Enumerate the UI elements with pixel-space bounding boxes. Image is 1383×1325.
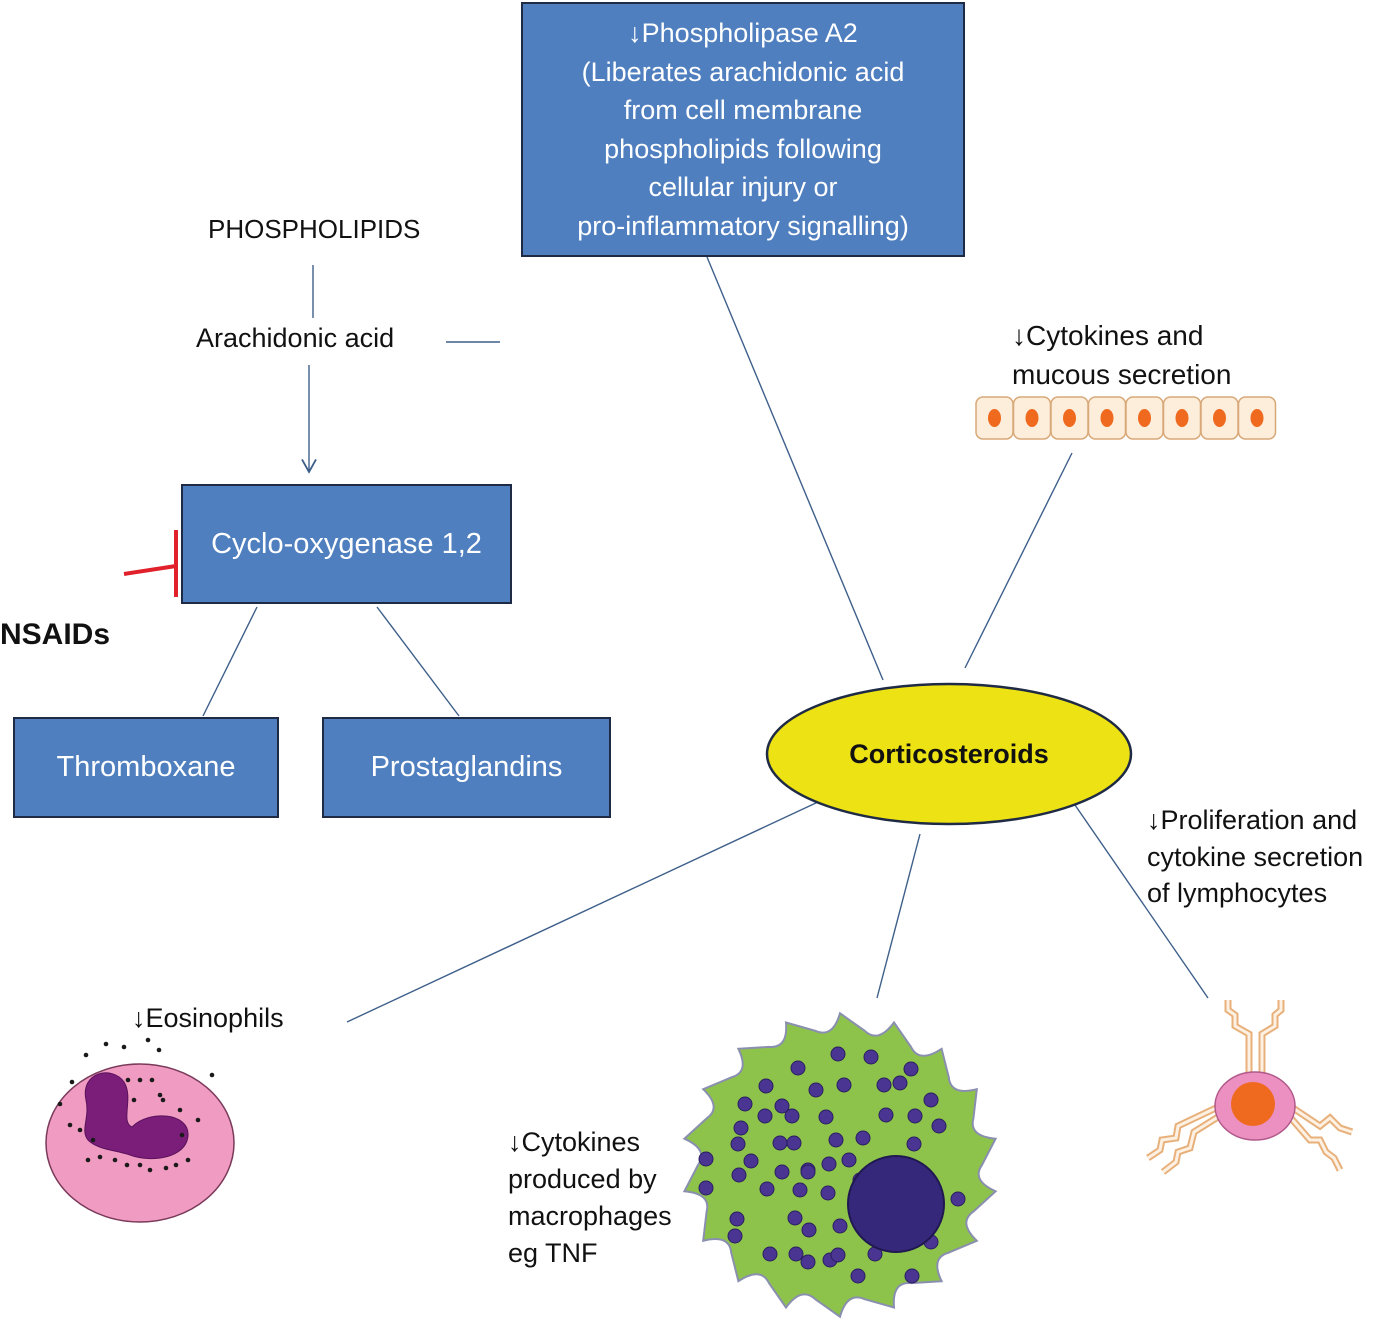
connectors (202, 256, 1209, 1023)
macrophages-line: produced by (508, 1164, 657, 1194)
lymphocytes-line: of lymphocytes (1147, 878, 1328, 908)
eosinophil-icon (45, 1037, 235, 1223)
cyclo-oxygenase-label: Cyclo-oxygenase 1,2 (211, 527, 482, 560)
cytokines-mucous-label: ↓Cytokines and mucous secretion (1012, 316, 1231, 394)
phospholipase-line: (Liberates arachidonic acid (581, 56, 905, 87)
phospholipase-line: cellular injury or (648, 172, 838, 202)
eosinophils-label: ↓Eosinophils (132, 1003, 284, 1033)
corticosteroids-ellipse (765, 682, 1133, 826)
nsaids-label: NSAIDs (0, 618, 111, 651)
connector-cox-thromboxane (202, 606, 258, 717)
connector-epithelium-corticosteroids (964, 452, 1073, 669)
macrophages-line: macrophages (508, 1201, 672, 1231)
connector-corticosteroids-lymphocyte (1074, 804, 1209, 999)
phospholipase-line: ↓Phospholipase A2 (628, 18, 858, 48)
thromboxane-label: Thromboxane (56, 751, 236, 783)
lymphocyte-icon (1146, 1000, 1354, 1175)
connector-corticosteroids-macrophage (876, 833, 921, 999)
cyclo-oxygenase-box: Cyclo-oxygenase 1,2 (181, 484, 512, 604)
arachidonic-acid-label: Arachidonic acid (196, 323, 395, 353)
nsaid-inhibition-icon (123, 530, 178, 597)
lymphocytes-line: cytokine secretion (1147, 841, 1364, 872)
phospholipase-line: pro-inflammatory signalling) (577, 210, 909, 241)
macrophages-line: eg TNF (508, 1238, 598, 1268)
corticosteroids-label: Corticosteroids (849, 738, 1049, 769)
phospholipase-a2-box: ↓Phospholipase A2 (Liberates arachidonic… (521, 2, 965, 257)
macrophages-line: ↓Cytokines (508, 1127, 641, 1157)
lymphocytes-label: ↓Proliferation and cytokine secretion of… (1147, 802, 1363, 912)
epithelial-cells-icon (975, 396, 1277, 440)
cytokines-mucous-line: ↓Cytokines and (1012, 320, 1204, 351)
connector-corticosteroids-eosinophils (346, 801, 819, 1023)
phospholipase-line: from cell membrane (623, 95, 863, 125)
thromboxane-box: Thromboxane (13, 717, 279, 818)
lymphocytes-line: ↓Proliferation and (1147, 805, 1358, 835)
macrophages-label: ↓Cytokines produced by macrophages eg TN… (508, 1124, 672, 1272)
connector-cox-prostaglandins (376, 606, 460, 717)
cytokines-mucous-line: mucous secretion (1012, 359, 1232, 390)
macrophage-icon (682, 1011, 998, 1319)
connector-pla2-corticosteroids (706, 256, 884, 681)
prostaglandins-label: Prostaglandins (370, 751, 563, 783)
prostaglandins-box: Prostaglandins (322, 717, 611, 818)
phospholipase-line: phospholipids following (604, 133, 882, 164)
phospholipids-label: PHOSPHOLIPIDS (208, 214, 421, 244)
